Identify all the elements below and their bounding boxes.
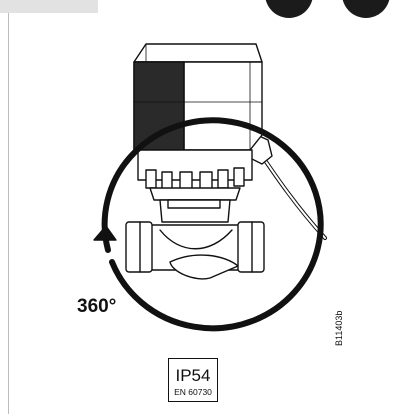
valve-body [125,221,265,280]
ip-rating: IP54 [175,366,211,385]
left-margin-line [8,13,9,414]
drawing-code: B11403b [334,310,344,346]
ip-rating-box: IP54 EN 60730 [168,358,218,402]
rotation-angle-label: 360° [77,296,117,317]
ip-standard: EN 60730 [174,387,212,397]
rotation-ring [101,117,324,332]
rotation-arrow [93,225,117,241]
symbol-badge-left [265,0,313,18]
header-bar [0,0,98,13]
symbol-badge-right [342,0,390,18]
actuator-coupling [137,149,253,201]
